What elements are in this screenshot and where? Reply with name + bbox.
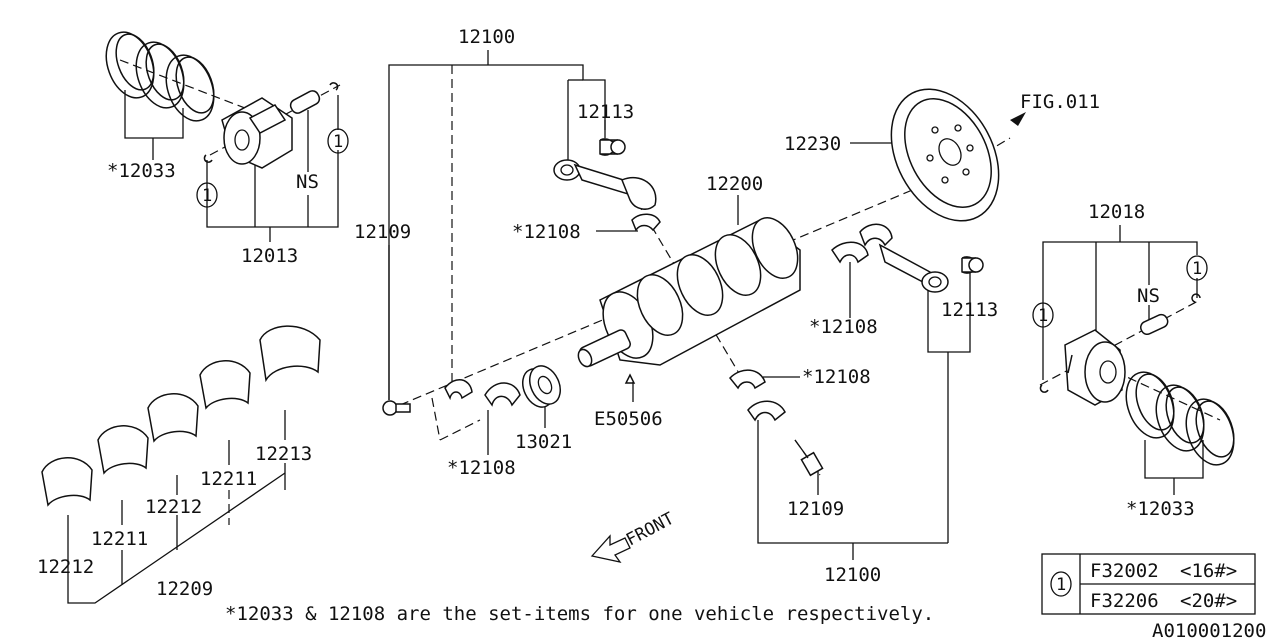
circle-marker-left-bottom: 1: [196, 182, 218, 208]
label-conrod-assy-bottom: 12100: [824, 564, 881, 586]
circle-marker-left-top: 1: [327, 128, 349, 154]
footnote: *12033 & 12108 are the set-items for one…: [225, 603, 934, 625]
legend-row-1-note: <16#>: [1180, 560, 1237, 582]
piston-rings-right: [1125, 371, 1235, 466]
label-sprocket: 13021: [515, 431, 572, 453]
label-bolt-left: 12109: [354, 221, 411, 243]
crank-sprocket: [522, 365, 561, 408]
svg-text:1: 1: [1038, 306, 1048, 326]
legend-row-2-code: F32206: [1090, 590, 1159, 612]
flywheel: [890, 88, 1026, 222]
label-fig-ref[interactable]: FIG.011: [1020, 91, 1100, 113]
piston-rings-left: [105, 31, 215, 122]
label-bearing-left: *12108: [447, 457, 516, 479]
legend-row-1-code: F32002: [1090, 560, 1159, 582]
circle-marker-right-left: 1: [1032, 302, 1054, 328]
label-bearing-right: *12108: [809, 316, 878, 338]
circle-marker-right-top: 1: [1186, 255, 1208, 281]
conrod-right: [831, 223, 984, 293]
front-label: FRONT: [623, 509, 678, 551]
label-bushing-top: 12113: [577, 101, 634, 123]
front-arrow: FRONT: [590, 509, 678, 563]
conrod-bolts: [382, 400, 824, 477]
label-key: E50506: [594, 408, 663, 430]
label-piston-left: 12013: [241, 245, 298, 267]
svg-text:1: 1: [1192, 259, 1202, 279]
label-bolt-right: 12109: [787, 498, 844, 520]
piston-right: [1039, 293, 1201, 406]
svg-text:1: 1: [333, 132, 343, 152]
label-main-bearing-d: 12211: [91, 528, 148, 550]
label-bearing-top: *12108: [512, 221, 581, 243]
label-ring-set-right: *12033: [1126, 498, 1195, 520]
conrod-upper: [553, 138, 661, 232]
label-crankshaft: 12200: [706, 173, 763, 195]
label-ring-set-left: *12033: [107, 160, 176, 182]
legend-table: 1 F32002 <16#> F32206 <20#>: [1041, 553, 1256, 615]
label-main-bearing-a: 12213: [255, 443, 312, 465]
label-piston-right: 12018: [1088, 201, 1145, 223]
label-flywheel: 12230: [784, 133, 841, 155]
label-main-bearing-set: 12209: [156, 578, 213, 600]
label-conrod-assy-top: 12100: [458, 26, 515, 48]
label-ns-left: NS: [296, 171, 319, 193]
label-main-bearing-e: 12212: [37, 556, 94, 578]
main-bearings: [41, 325, 321, 507]
legend-row-2-note: <20#>: [1180, 590, 1237, 612]
label-bearing-mid-right: *12108: [802, 366, 871, 388]
leader-lines: [67, 50, 1221, 604]
label-main-bearing-c: 12212: [145, 496, 202, 518]
label-main-bearing-b: 12211: [200, 468, 257, 490]
conrod-bearings: [444, 369, 786, 422]
diagram-id: A010001200: [1152, 620, 1266, 640]
piston-left: [203, 82, 339, 169]
label-bushing-right: 12113: [941, 299, 998, 321]
crankshaft: [577, 217, 801, 384]
label-ns-right: NS: [1137, 285, 1160, 307]
legend-symbol: 1: [1056, 575, 1066, 595]
svg-text:1: 1: [202, 186, 212, 206]
